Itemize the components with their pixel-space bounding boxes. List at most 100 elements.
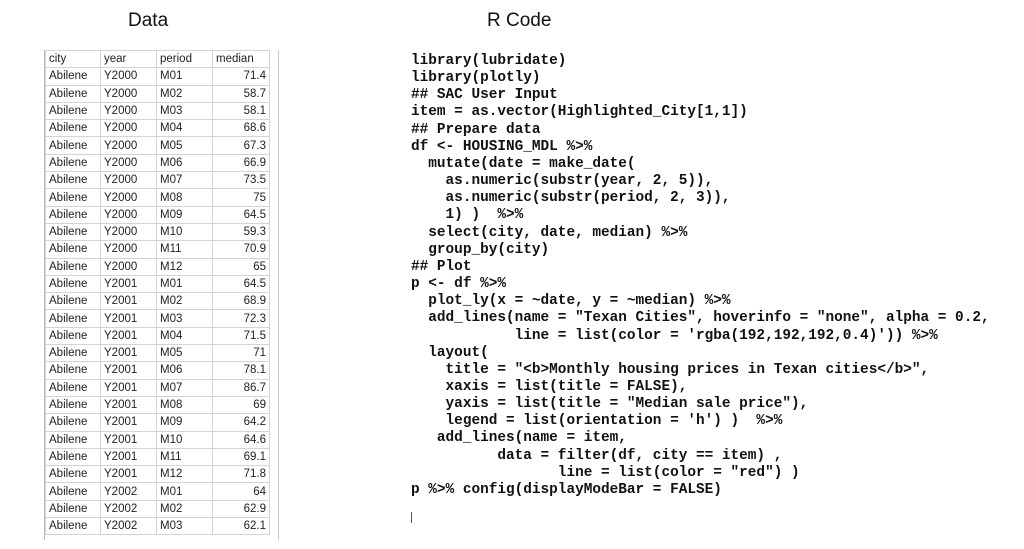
cell-year[interactable]: Y2001 (100, 395, 157, 415)
cell-period[interactable]: M10 (156, 430, 213, 449)
cell-period[interactable]: M07 (156, 378, 213, 397)
cell-year[interactable]: Y2001 (100, 274, 157, 294)
cell-period[interactable]: M02 (156, 84, 213, 103)
cell-period[interactable]: M02 (156, 292, 213, 311)
cell-median[interactable]: 62.9 (212, 499, 270, 519)
cell-period[interactable]: M07 (156, 171, 213, 190)
cell-median[interactable]: 64.5 (212, 274, 270, 294)
cell-period[interactable]: M08 (156, 395, 213, 415)
cell-year[interactable]: Y2002 (100, 482, 157, 501)
cell-city[interactable]: Abilene (45, 395, 101, 415)
cell-median[interactable]: 78.1 (212, 361, 270, 380)
cell-median[interactable]: 71 (212, 344, 270, 363)
cell-city[interactable]: Abilene (45, 84, 101, 103)
column-header-year[interactable]: year (100, 50, 157, 69)
cell-median[interactable]: 72.3 (212, 309, 270, 328)
cell-period[interactable]: M10 (156, 222, 213, 242)
cell-city[interactable]: Abilene (45, 447, 101, 467)
cell-median[interactable]: 59.3 (212, 222, 270, 242)
cell-city[interactable]: Abilene (45, 413, 101, 432)
cell-city[interactable]: Abilene (45, 378, 101, 397)
cell-city[interactable]: Abilene (45, 274, 101, 294)
cell-year[interactable]: Y2001 (100, 344, 157, 363)
cell-period[interactable]: M12 (156, 257, 213, 276)
cell-median[interactable]: 62.1 (212, 517, 270, 536)
cell-median[interactable]: 71.8 (212, 465, 270, 484)
cell-median[interactable]: 68.6 (212, 119, 270, 138)
column-header-period[interactable]: period (156, 50, 213, 69)
cell-city[interactable]: Abilene (45, 171, 101, 190)
cell-median[interactable]: 64.5 (212, 205, 270, 224)
cell-median[interactable]: 58.7 (212, 84, 270, 103)
cell-year[interactable]: Y2001 (100, 326, 157, 346)
cell-city[interactable]: Abilene (45, 465, 101, 484)
cell-city[interactable]: Abilene (45, 517, 101, 536)
cell-median[interactable]: 64 (212, 482, 270, 501)
cell-year[interactable]: Y2000 (100, 188, 157, 207)
cell-median[interactable]: 65 (212, 257, 270, 276)
cell-period[interactable]: M03 (156, 309, 213, 328)
cell-city[interactable]: Abilene (45, 361, 101, 380)
cell-median[interactable]: 69 (212, 395, 270, 415)
cell-period[interactable]: M04 (156, 119, 213, 138)
cell-year[interactable]: Y2000 (100, 240, 157, 259)
cell-city[interactable]: Abilene (45, 205, 101, 224)
cell-period[interactable]: M05 (156, 136, 213, 155)
cell-median[interactable]: 68.9 (212, 292, 270, 311)
cell-median[interactable]: 70.9 (212, 240, 270, 259)
cell-year[interactable]: Y2000 (100, 101, 157, 121)
cell-year[interactable]: Y2001 (100, 378, 157, 397)
cell-median[interactable]: 58.1 (212, 101, 270, 121)
cell-city[interactable]: Abilene (45, 344, 101, 363)
cell-year[interactable]: Y2001 (100, 361, 157, 380)
cell-median[interactable]: 71.5 (212, 326, 270, 346)
cell-median[interactable]: 86.7 (212, 378, 270, 397)
cell-median[interactable]: 71.4 (212, 67, 270, 86)
cell-city[interactable]: Abilene (45, 222, 101, 242)
cell-period[interactable]: M04 (156, 326, 213, 346)
cell-period[interactable]: M03 (156, 101, 213, 121)
cell-city[interactable]: Abilene (45, 499, 101, 519)
cell-city[interactable]: Abilene (45, 240, 101, 259)
column-header-median[interactable]: median (212, 50, 270, 69)
cell-period[interactable]: M02 (156, 499, 213, 519)
cell-year[interactable]: Y2000 (100, 67, 157, 86)
cell-year[interactable]: Y2000 (100, 84, 157, 103)
cell-period[interactable]: M11 (156, 447, 213, 467)
cell-city[interactable]: Abilene (45, 153, 101, 173)
cell-median[interactable]: 73.5 (212, 171, 270, 190)
cell-period[interactable]: M12 (156, 465, 213, 484)
cell-period[interactable]: M06 (156, 153, 213, 173)
cell-year[interactable]: Y2000 (100, 119, 157, 138)
cell-year[interactable]: Y2000 (100, 205, 157, 224)
column-header-city[interactable]: city (45, 50, 101, 69)
cell-year[interactable]: Y2002 (100, 517, 157, 536)
cell-city[interactable]: Abilene (45, 292, 101, 311)
cell-city[interactable]: Abilene (45, 67, 101, 86)
cell-year[interactable]: Y2001 (100, 447, 157, 467)
cell-period[interactable]: M01 (156, 67, 213, 86)
cell-period[interactable]: M01 (156, 482, 213, 501)
cell-city[interactable]: Abilene (45, 119, 101, 138)
cell-period[interactable]: M09 (156, 205, 213, 224)
cell-year[interactable]: Y2000 (100, 257, 157, 276)
cell-year[interactable]: Y2001 (100, 465, 157, 484)
cell-city[interactable]: Abilene (45, 188, 101, 207)
cell-period[interactable]: M01 (156, 274, 213, 294)
cell-median[interactable]: 64.6 (212, 430, 270, 449)
cell-year[interactable]: Y2000 (100, 171, 157, 190)
cell-period[interactable]: M05 (156, 344, 213, 363)
cell-median[interactable]: 69.1 (212, 447, 270, 467)
cell-year[interactable]: Y2000 (100, 153, 157, 173)
cell-city[interactable]: Abilene (45, 430, 101, 449)
cell-year[interactable]: Y2001 (100, 413, 157, 432)
cell-city[interactable]: Abilene (45, 257, 101, 276)
cell-year[interactable]: Y2002 (100, 499, 157, 519)
cell-city[interactable]: Abilene (45, 309, 101, 328)
cell-city[interactable]: Abilene (45, 136, 101, 155)
cell-period[interactable]: M09 (156, 413, 213, 432)
cell-year[interactable]: Y2001 (100, 292, 157, 311)
cell-period[interactable]: M08 (156, 188, 213, 207)
cell-median[interactable]: 67.3 (212, 136, 270, 155)
cell-city[interactable]: Abilene (45, 482, 101, 501)
